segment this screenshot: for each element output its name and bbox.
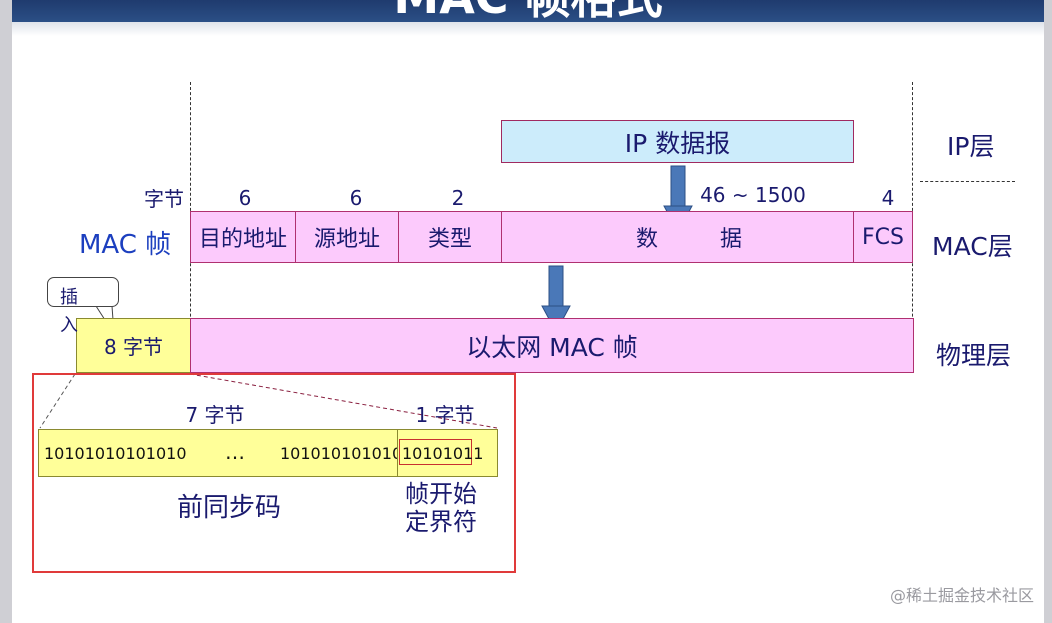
slide-right-border [1044,0,1052,623]
field-data-label-2: 据 [720,227,743,252]
field-data-label-1: 数 [636,227,659,252]
field-src-addr: 源地址 [295,211,399,263]
field-dest-addr: 目的地址 [190,211,296,263]
size-type: 2 [451,186,465,210]
sfd-label-line-1: 帧开始 [405,480,477,508]
size-src-addr: 6 [349,186,363,210]
one-byte-label: 1 字节 [415,403,475,427]
preamble-bits-left: 10101010101010 [44,444,187,463]
sfd-bits: 10101011 [402,444,484,463]
field-type: 类型 [398,211,502,263]
seven-bytes-label: 7 字节 [185,403,245,427]
title-bar: MAC 帧格式 [12,0,1044,22]
preamble-label: 前同步码 [177,493,282,523]
layer-label-mac: MAC层 [932,232,1013,261]
insert-callout-text-2: 入 [60,315,78,336]
size-data: 46 ~ 1500 [700,183,806,207]
mac-frame-label: MAC 帧 [79,230,172,260]
preamble-bits-box: 10101010101010 … 101010101010 [38,429,402,477]
slide-left-border [0,0,12,623]
watermark: @稀土掘金技术社区 [889,586,1034,605]
field-data: 数 据 [501,211,854,263]
byte-unit-label: 字节 [144,187,184,211]
layer-separator-line [920,181,1015,182]
layer-label-ip: IP层 [947,132,995,161]
preamble-ellipsis: … [225,440,245,464]
insert-callout [47,277,119,307]
preamble-bits-mid: 101010101010 [280,444,403,463]
preamble-8byte-box: 8 字节 [76,318,191,373]
field-fcs: FCS [853,211,913,263]
sfd-bits-box: 10101011 [397,429,498,477]
zoom-line-right [189,373,498,429]
size-fcs: 4 [881,186,895,210]
insert-callout-text-1: 插 [60,287,78,308]
zoom-line-left [39,373,76,429]
title-bar-shadow [12,22,1044,36]
layer-label-physical: 物理层 [936,341,1012,370]
sfd-label-line-2: 定界符 [405,508,477,536]
page-title: MAC 帧格式 [12,0,1044,22]
preamble-detail-frame [32,373,516,573]
ip-datagram-box: IP 数据报 [501,120,854,163]
sfd-label: 帧开始 定界符 [405,480,477,536]
size-dest-addr: 6 [238,186,252,210]
sfd-highlight [399,439,472,465]
ethernet-mac-frame-box: 以太网 MAC 帧 [190,318,914,373]
